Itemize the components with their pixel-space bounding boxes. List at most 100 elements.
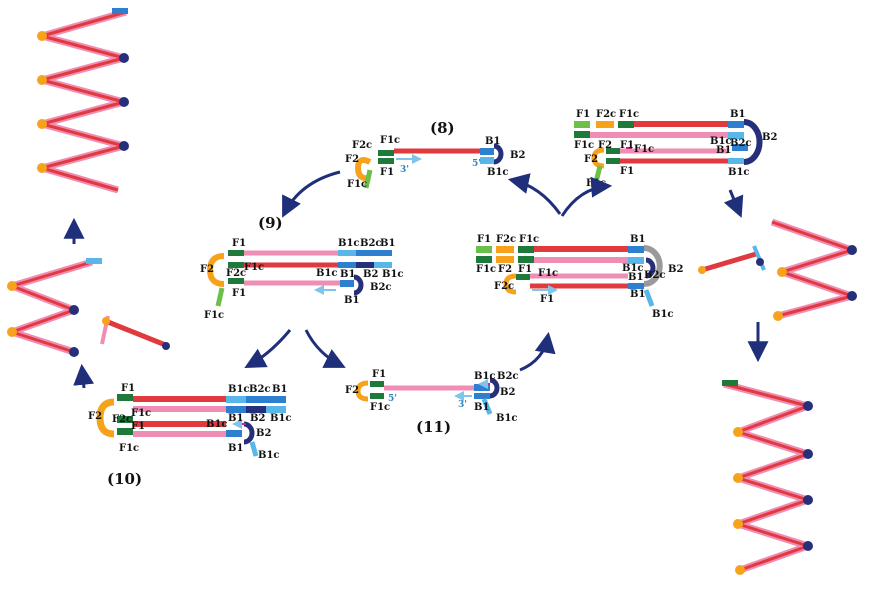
step-8-structure: (8) F2c F1c F2 F1 F1c 3' B1 B2 B1c 5': [345, 119, 525, 190]
b2-loop: [803, 401, 813, 411]
b1-segment: [628, 246, 644, 253]
zigzag-mid-right: [770, 218, 857, 321]
b2c-segment: [246, 396, 266, 403]
label-b2c: B2c: [644, 270, 666, 281]
top-right-structure: F1 F2c F1c B1 F1c F2 F1 F1c F2 B1c B2c B…: [574, 109, 777, 189]
f2-loop: [698, 266, 706, 274]
label-f1c-mid: F1c: [634, 144, 654, 155]
label-b1c: B1c: [622, 263, 644, 274]
b2c-segment: [356, 250, 374, 256]
f2c-segment: [496, 246, 514, 253]
b1c-tail: [643, 289, 655, 307]
step-10-label: (10): [107, 470, 142, 488]
label-b1: B1: [380, 238, 395, 249]
b1-segment: [480, 148, 494, 155]
label-f2c: F2c: [496, 234, 516, 245]
label-f1c: F1c: [380, 135, 400, 146]
label-b2c: B2c: [249, 384, 271, 395]
b1c-segment: [628, 257, 644, 264]
curved-arrow-icon: [519, 331, 556, 372]
b2-loop: [743, 119, 763, 165]
label-f1: F1: [121, 383, 135, 394]
f2-loop: [733, 427, 743, 437]
label-b2: B2: [668, 264, 683, 275]
f2-loop: [591, 147, 605, 169]
fragment-left: [100, 315, 170, 350]
b1c-tail: [481, 398, 493, 415]
label-b2: B2: [510, 150, 525, 161]
label-f1c: F1c: [131, 408, 151, 419]
label-f1: F1: [477, 234, 491, 245]
b1-segment: [86, 258, 102, 264]
label-b1c-right: B1c: [382, 269, 404, 280]
step-8-label: (8): [430, 119, 455, 137]
f2-loop: [37, 31, 47, 41]
f1-segment: [370, 381, 384, 387]
b2-loop: [162, 342, 170, 350]
label-b1: B1: [730, 109, 745, 120]
b1c-segment: [338, 250, 356, 256]
label-f2: F2: [200, 264, 214, 275]
label-b1c: B1c: [228, 384, 250, 395]
label-b1-mid: B1: [228, 413, 243, 424]
b2-loop: [69, 347, 79, 357]
zigzag-bottom-right: [722, 380, 813, 575]
label-f1c: F1c: [244, 262, 264, 273]
b1-segment: [266, 396, 286, 403]
b2-loop: [847, 291, 857, 301]
f2-loop: [735, 565, 745, 575]
b2-loop: [243, 421, 255, 445]
b2-outer-loop: [643, 245, 663, 287]
f2-loop: [37, 119, 47, 129]
label-b1c: B1c: [338, 238, 360, 249]
b1-segment-2: [226, 406, 246, 413]
f1c-segment-2: [574, 131, 590, 138]
label-b2c: B2c: [360, 238, 382, 249]
b2-loop: [803, 495, 813, 505]
label-b1c-low: B1c: [728, 167, 750, 178]
label-f2: F2: [88, 411, 102, 422]
curved-arrow-icon: [304, 329, 346, 368]
b1c-segment-2: [266, 406, 286, 413]
label-f1c-low: F1c: [119, 443, 139, 454]
label-f2: F2: [345, 154, 359, 165]
label-f1c-tail: F1c: [347, 179, 367, 190]
label-b1-low: B1: [228, 443, 243, 454]
label-f1-mid: F1: [131, 421, 145, 432]
f1c-tail: [215, 287, 225, 307]
label-b1-low: B1: [344, 295, 359, 306]
b2-loop: [119, 97, 129, 107]
f1c-segment: [618, 121, 634, 128]
label-b1c-mid: B1c: [270, 413, 292, 424]
b2-loop: [756, 258, 764, 266]
f2-loop: [733, 519, 743, 529]
label-b1: B1: [485, 136, 500, 147]
b1c-tail: [249, 441, 259, 457]
label-b2c: B2c: [730, 138, 752, 149]
f1c-segment-2: [476, 256, 492, 263]
label-3prime: 3': [400, 165, 409, 175]
down-arrow-icon: [723, 189, 744, 218]
step-11-label: (11): [416, 418, 451, 436]
b1c-segment-2: [728, 158, 744, 164]
f1c-segment: [378, 150, 394, 156]
f2-loop: [7, 327, 17, 337]
label-f1c-low: F1c: [574, 140, 594, 151]
label-f2c: F2c: [352, 140, 372, 151]
b2c-loop: [353, 274, 364, 296]
b2c-loop: [489, 377, 500, 399]
label-f2c: F2c: [112, 414, 132, 425]
label-b1-low: B1: [630, 289, 645, 300]
label-f2-loop: F2: [584, 154, 598, 165]
b1-segment-2: [338, 262, 356, 268]
b2-segment: [356, 262, 374, 268]
b1-segment-low: [226, 430, 242, 437]
b1c-segment: [728, 132, 744, 139]
label-b2: B2: [363, 269, 378, 280]
label-f1c-low: F1c: [476, 264, 496, 275]
b2-loop: [493, 143, 504, 165]
label-b2c: B2c: [497, 371, 519, 382]
label-f1-tail: F1: [620, 166, 634, 177]
label-f1-low: F1: [518, 264, 532, 275]
